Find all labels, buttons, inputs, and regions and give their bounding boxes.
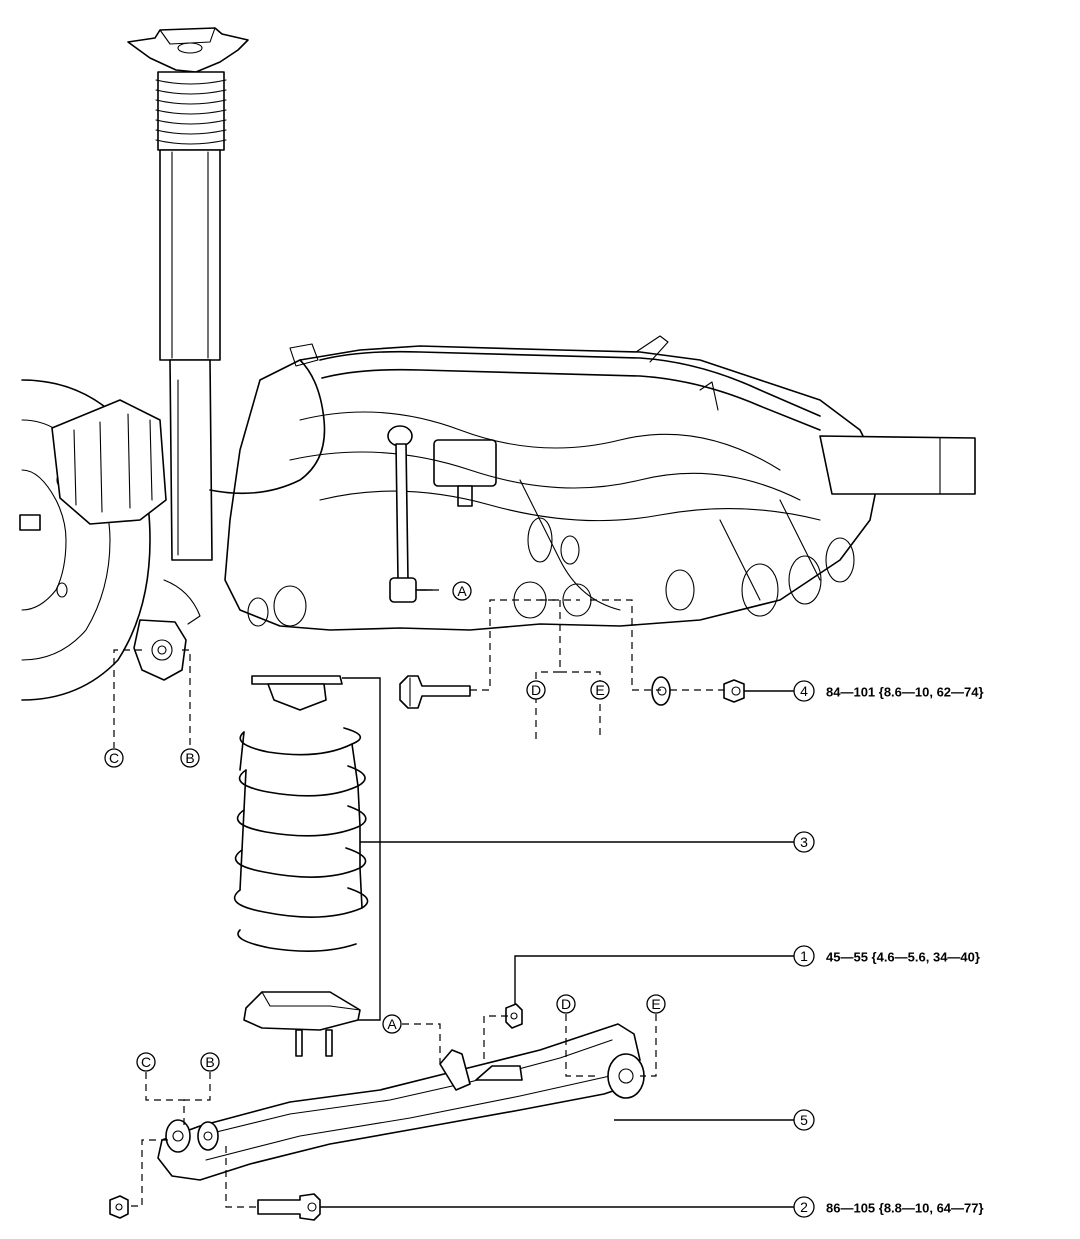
callout-c-bottom: C: [136, 1052, 156, 1072]
callout-c-top: C: [104, 748, 124, 768]
svg-text:E: E: [651, 996, 660, 1012]
callout-b-bottom: B: [200, 1052, 220, 1072]
callout-a-top: A: [452, 581, 472, 601]
callout-b-top: B: [180, 748, 200, 768]
svg-text:D: D: [531, 682, 541, 698]
torque-spec-1: 45—55 {4.6—5.6, 34—40}: [826, 950, 980, 965]
nut-1: [505, 1003, 523, 1029]
svg-text:B: B: [185, 750, 194, 766]
alignment-guides: [113, 589, 724, 1208]
stabilizer-link: [387, 425, 433, 603]
lower-arm-inner-bolt-upper: [399, 675, 471, 709]
washer-and-nut-4: [651, 676, 745, 706]
torque-spec-2: 86—105 {8.8—10, 64—77}: [826, 1201, 984, 1216]
svg-text:D: D: [561, 996, 571, 1012]
svg-text:A: A: [387, 1016, 397, 1032]
svg-text:E: E: [595, 682, 604, 698]
lower-arm: [157, 1023, 645, 1181]
brake-disc-and-caliper: [19, 379, 201, 701]
svg-text:4: 4: [800, 683, 808, 699]
leader-lines: [320, 677, 794, 1208]
callout-d-top: D: [526, 680, 546, 700]
torque-spec-4: 84—101 {8.6—10, 62—74}: [826, 685, 984, 700]
svg-text:C: C: [109, 750, 119, 766]
svg-text:B: B: [205, 1054, 214, 1070]
svg-text:1: 1: [800, 948, 808, 964]
callout-2: 2: [793, 1196, 815, 1218]
callout-3: 3: [793, 831, 815, 853]
callout-5: 5: [793, 1109, 815, 1131]
shock-absorber: [127, 27, 249, 561]
callout-e-top: E: [590, 680, 610, 700]
leader-1: [514, 955, 794, 1004]
svg-text:5: 5: [800, 1112, 808, 1128]
callout-e-bottom: E: [646, 994, 666, 1014]
svg-text:C: C: [141, 1054, 151, 1070]
leader-3-bracket: [342, 677, 381, 1021]
coil-spring: [233, 675, 369, 1057]
svg-text:A: A: [457, 583, 467, 599]
rear-crossmember-assembly: [209, 335, 976, 631]
callout-a-bottom: A: [382, 1014, 402, 1034]
svg-text:3: 3: [800, 834, 808, 850]
callout-d-bottom: D: [556, 994, 576, 1014]
bolt-2-and-nut: [109, 1193, 321, 1221]
callout-1: 1: [793, 945, 815, 967]
svg-text:2: 2: [800, 1199, 808, 1215]
callout-4: 4: [793, 680, 815, 702]
